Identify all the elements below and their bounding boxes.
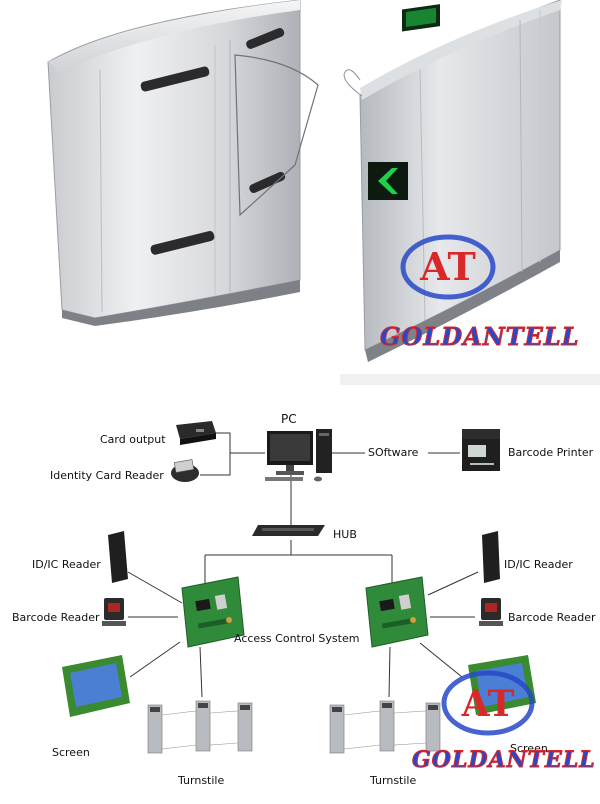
watermark-monogram-top: AT [419, 244, 476, 289]
label-software: SOftware [368, 446, 419, 459]
label-access-control-system: Access Control System [234, 632, 360, 645]
left-id-ic-reader-device [108, 531, 128, 583]
label-identity-card-reader: Identity Card Reader [50, 469, 164, 482]
pc-device [265, 429, 332, 482]
left-cabinet [47, 0, 319, 326]
watermark-monogram-bottom: AT [461, 683, 515, 725]
left-turnstile-device [147, 700, 253, 754]
label-left-barcode-reader: Barcode Reader [12, 611, 100, 624]
turnstile-photo: AT GOLDANTELL [0, 0, 600, 385]
right-turnstile-device [329, 700, 441, 754]
right-barcode-reader-device [479, 598, 503, 626]
watermark-brand-top-text: GOLDANTELL [380, 322, 580, 352]
watermark-brand-bottom: GOLDANTELL [412, 747, 596, 774]
watermark-logo-top: AT [400, 234, 496, 300]
left-barcode-reader-device [102, 598, 126, 626]
label-pc: PC [281, 412, 297, 426]
right-control-board [365, 576, 429, 648]
identity-card-reader-device [171, 459, 199, 482]
label-right-barcode-reader: Barcode Reader [508, 611, 596, 624]
right-cabinet [343, 0, 562, 362]
card-output-device [176, 421, 216, 445]
direction-arrow-display [368, 162, 408, 200]
label-hub: HUB [333, 528, 357, 541]
watermark-brand-top: GOLDANTELL [380, 322, 580, 352]
watermark-brand-bottom-text: GOLDANTELL [412, 747, 596, 774]
label-right-screen: Screen [510, 742, 548, 755]
access-control-diagram: AT PC Card output Identity Card Reader S… [0, 385, 600, 800]
label-right-id-ic-reader: ID/IC Reader [504, 558, 573, 571]
watermark-logo-bottom: AT [441, 670, 535, 736]
left-screen-device [62, 655, 130, 717]
right-id-ic-reader-device [482, 531, 500, 583]
label-card-output: Card output [100, 433, 166, 446]
turnstile-photo-illustration: AT [0, 0, 600, 385]
label-right-turnstile: Turnstile [370, 774, 417, 787]
label-barcode-printer: Barcode Printer [508, 446, 594, 459]
label-left-screen: Screen [52, 746, 90, 759]
label-left-turnstile: Turnstile [178, 774, 225, 787]
label-left-id-ic-reader: ID/IC Reader [32, 558, 101, 571]
hub-device [252, 525, 325, 536]
left-control-board [181, 576, 245, 648]
diagram-connections: AT [62, 421, 536, 754]
barcode-printer-device [462, 429, 500, 471]
